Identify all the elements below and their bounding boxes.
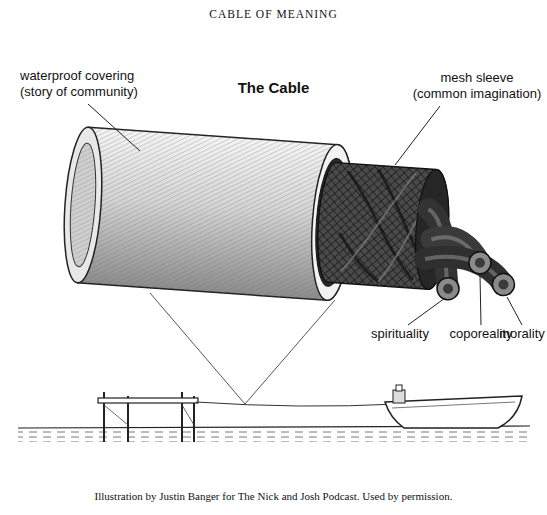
diagram-title: CABLE OF MEANING — [0, 8, 547, 20]
zoom-line — [245, 300, 335, 404]
strand-end — [492, 273, 515, 296]
callout-label: waterproof covering (story of community) — [20, 68, 165, 100]
cable-end-ring — [67, 142, 100, 267]
diagram-caption: Illustration by Justin Banger for The Ni… — [0, 490, 547, 502]
covering-hatching — [78, 127, 358, 301]
strand-end — [436, 277, 459, 300]
boat-hull — [385, 396, 522, 428]
strand-core — [475, 257, 486, 268]
end-hatching — [67, 142, 100, 267]
strand-end — [468, 251, 491, 274]
mooring-rope — [196, 402, 398, 406]
zoom-line — [150, 293, 245, 404]
callout-label: morality — [497, 326, 547, 342]
callout-label: mesh sleeve (common imagination) — [410, 70, 544, 102]
diagram-heading: The Cable — [200, 79, 347, 96]
cable-drawing — [60, 126, 524, 313]
cable-end-face — [60, 126, 107, 284]
dock-deck — [98, 398, 198, 403]
water-hatching — [18, 428, 530, 442]
leader-line — [88, 104, 140, 151]
boat-post — [396, 385, 402, 391]
leader-line — [395, 106, 440, 165]
strand-core — [498, 279, 509, 290]
leader-line — [408, 298, 445, 325]
leader-line — [480, 275, 481, 325]
boat-gunwale — [392, 402, 515, 408]
boat-cleat — [393, 390, 405, 403]
callout-label: spirituality — [368, 326, 432, 342]
cable-covering — [78, 127, 358, 301]
strand-core — [443, 283, 454, 294]
leader-line — [507, 297, 522, 325]
dock-brace — [104, 405, 194, 425]
